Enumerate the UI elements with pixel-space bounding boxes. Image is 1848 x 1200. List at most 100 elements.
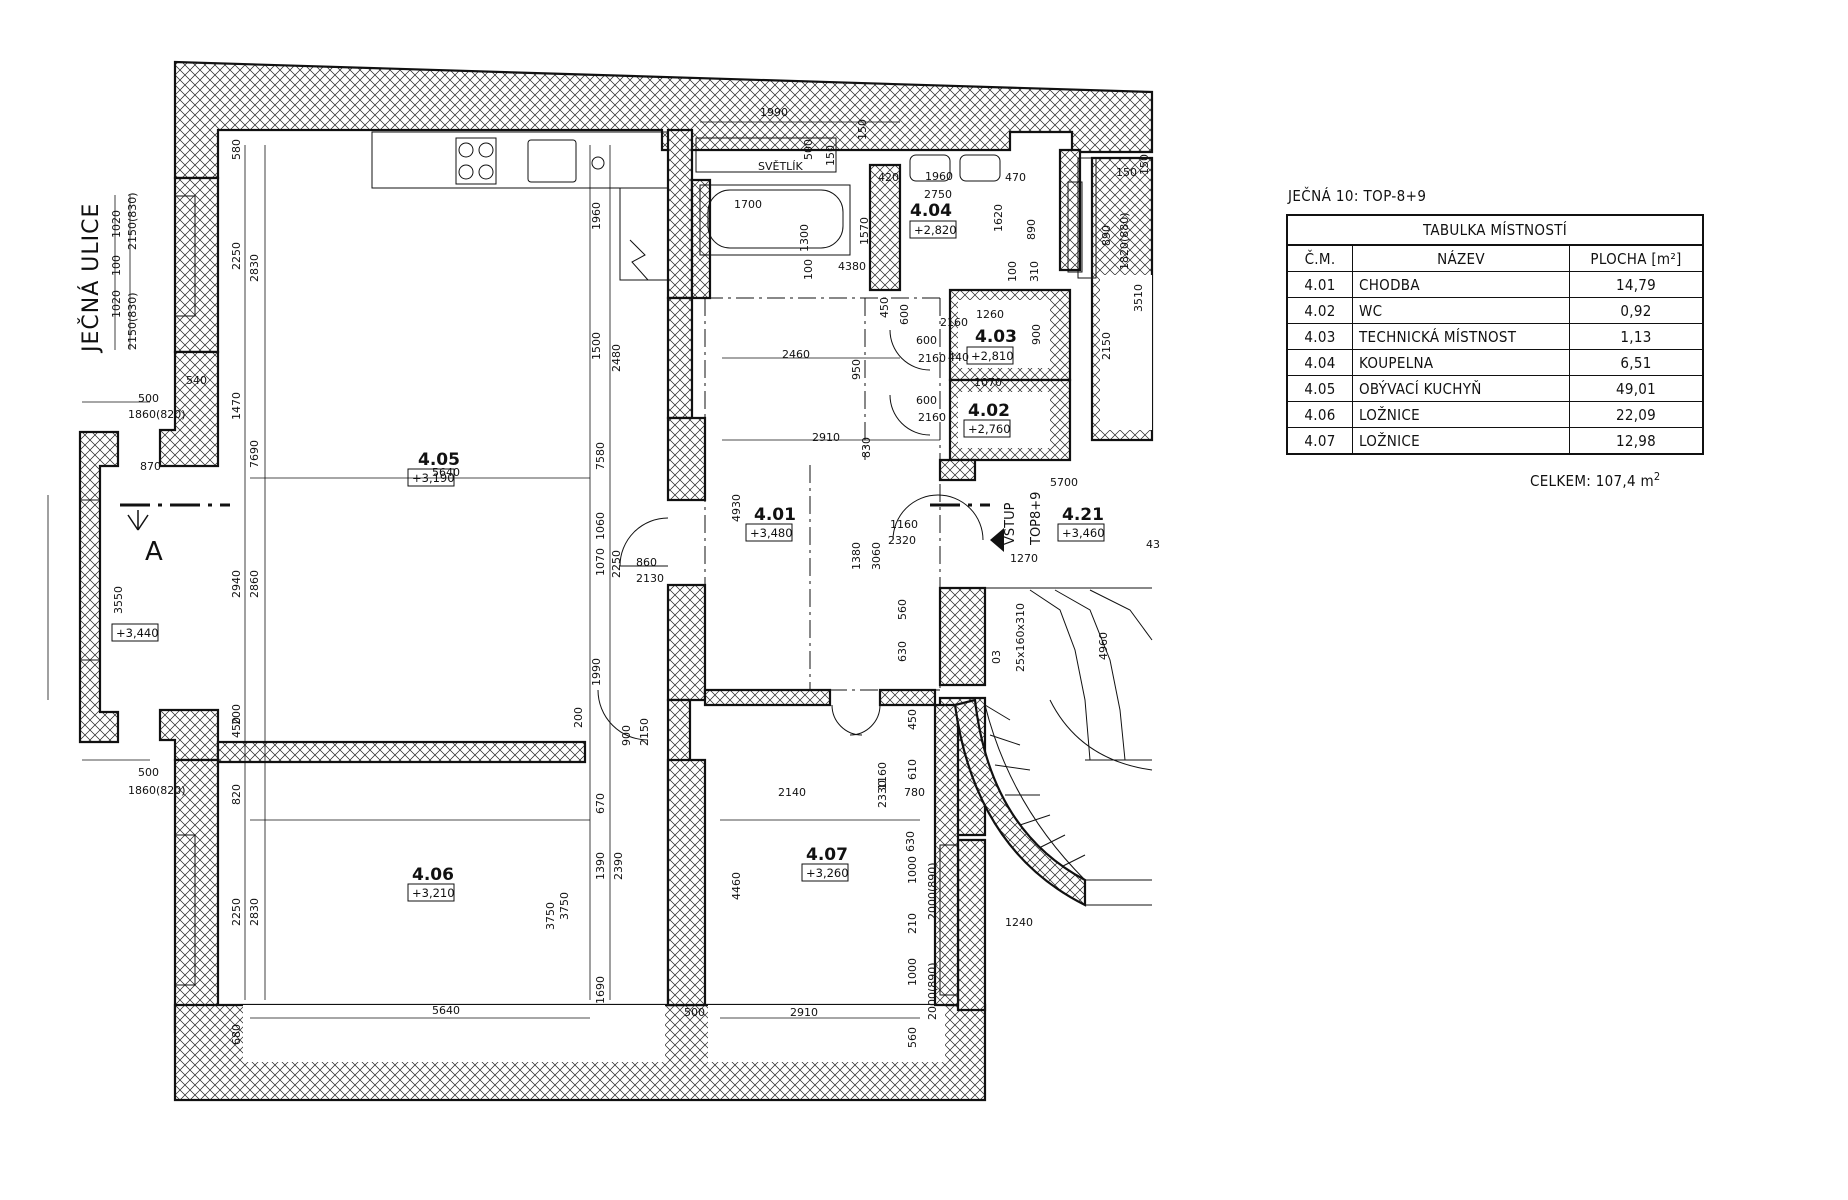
room-area: 1,13 bbox=[1569, 323, 1704, 350]
dimension-value: 1270 bbox=[1010, 552, 1038, 565]
dimension-value: 2480 bbox=[610, 344, 623, 372]
room-name: KOUPELNA bbox=[1352, 349, 1570, 376]
dimension-value: 2910 bbox=[812, 431, 840, 444]
col-header-area: PLOCHA [m²] bbox=[1569, 244, 1704, 272]
dimension-value: 3750 bbox=[544, 902, 557, 930]
dimension-value: 600 bbox=[916, 334, 937, 347]
dimension-value: 540 bbox=[186, 374, 207, 387]
dimension-value: 150 bbox=[824, 145, 837, 166]
room-id-4-03: 4.03 bbox=[975, 327, 1017, 347]
dimension-value: 7580 bbox=[594, 442, 607, 470]
dimension-value: 4960 bbox=[1097, 632, 1110, 660]
dimension-value: 1020 bbox=[110, 290, 123, 318]
dimension-value: 1620 bbox=[992, 204, 1005, 232]
dimension-value: 2860 bbox=[248, 570, 261, 598]
dimension-value: 100 bbox=[1006, 261, 1019, 282]
dimension-value: 500 bbox=[802, 139, 815, 160]
dimension-value: 310 bbox=[1028, 261, 1041, 282]
dimension-value: 2320 bbox=[888, 534, 916, 547]
dimension-value: 43 bbox=[1146, 538, 1160, 551]
total-unit: m bbox=[1640, 472, 1654, 490]
room-table: TABULKA MÍSTNOSTÍ Č.M. NÁZEV PLOCHA [m²]… bbox=[1286, 214, 1704, 455]
dimension-value: 950 bbox=[850, 359, 863, 380]
room-level-4-01: +3,480 bbox=[750, 526, 793, 540]
dimension-value: 2830 bbox=[248, 898, 261, 926]
total-value: 107,4 bbox=[1595, 472, 1636, 490]
room-id-4-07: 4.07 bbox=[806, 845, 848, 865]
dimension-value: 870 bbox=[140, 460, 161, 473]
dimension-value: 630 bbox=[896, 641, 909, 662]
room-area: 14,79 bbox=[1569, 271, 1704, 298]
dimension-value: 200 bbox=[230, 704, 243, 725]
room-table-total: CELKEM: 107,4 m2 bbox=[1530, 470, 1661, 490]
dimension-value: 03 bbox=[990, 650, 1003, 664]
dimension-value: 600 bbox=[898, 304, 911, 325]
dimension-value: 1160 bbox=[876, 762, 889, 790]
dimension-value: 600 bbox=[916, 394, 937, 407]
dimension-value: 500 bbox=[138, 392, 159, 405]
plan-title: JEČNÁ 10: TOP-8+9 bbox=[1288, 187, 1427, 205]
dimension-value: 900 bbox=[1030, 324, 1043, 345]
section-marker: A bbox=[145, 537, 163, 567]
section-lines bbox=[120, 297, 990, 691]
dimension-value: 1240 bbox=[1005, 916, 1033, 929]
dimension-value: 150 bbox=[1138, 154, 1151, 175]
dimension-value: 3510 bbox=[1132, 284, 1145, 312]
dimension-value: 2160 bbox=[918, 411, 946, 424]
dimension-value: 820 bbox=[230, 784, 243, 805]
dimension-value: 1070 bbox=[594, 548, 607, 576]
dimension-value: 2150 bbox=[638, 718, 651, 746]
dimension-value: 3750 bbox=[558, 892, 571, 920]
room-area: 49,01 bbox=[1569, 375, 1704, 402]
dimension-value: 5640 bbox=[432, 1004, 460, 1017]
dimension-value: 7690 bbox=[248, 440, 261, 468]
dimension-value: 580 bbox=[230, 139, 243, 160]
dimension-value: 1020 bbox=[110, 210, 123, 238]
room-level-4-07: +3,260 bbox=[806, 866, 849, 880]
dimension-value: 1860(820) bbox=[128, 408, 186, 421]
dimension-value: 4930 bbox=[730, 494, 743, 522]
dimension-value: 1860(820) bbox=[128, 784, 186, 797]
dimension-value: 680 bbox=[230, 1024, 243, 1045]
room-level-4-05: +3,190 bbox=[412, 471, 455, 485]
street-label: JEČNÁ ULICE bbox=[78, 203, 104, 354]
dimension-value: 1070 bbox=[974, 376, 1002, 389]
dimension-lines bbox=[47, 121, 940, 1019]
room-table-caption: TABULKA MÍSTNOSTÍ bbox=[1286, 214, 1704, 244]
room-area: 6,51 bbox=[1569, 349, 1704, 376]
dimension-value: 1570 bbox=[858, 217, 871, 245]
dimension-value: 860 bbox=[636, 556, 657, 569]
misc-labels: JEČNÁ ULICE A VSTUP TOP8+9 SVĚTLÍK 25x16… bbox=[78, 160, 1044, 672]
room-number: 4.04 bbox=[1286, 349, 1353, 376]
dimension-value: 2830 bbox=[248, 254, 261, 282]
windows bbox=[79, 157, 1097, 996]
room-name: TECHNICKÁ MÍSTNOST bbox=[1352, 323, 1570, 350]
dimension-value: 1500 bbox=[590, 332, 603, 360]
dimension-value: 470 bbox=[1005, 171, 1026, 184]
dimension-value: 3060 bbox=[870, 542, 883, 570]
dimension-value: 5640 bbox=[432, 466, 460, 479]
dimension-value: 200 bbox=[572, 707, 585, 728]
kitchen-counter bbox=[371, 131, 669, 281]
dimension-value: 2250 bbox=[610, 550, 623, 578]
dimension-value: 3550 bbox=[112, 586, 125, 614]
room-name: WC bbox=[1352, 297, 1570, 324]
dimension-value: 2150(830) bbox=[126, 292, 139, 350]
dimension-value: 2160 bbox=[940, 316, 968, 329]
dimension-value: 5700 bbox=[1050, 476, 1078, 489]
dimension-value: 780 bbox=[904, 786, 925, 799]
dimension-value: 450 bbox=[906, 709, 919, 730]
dimension-value: 2910 bbox=[790, 1006, 818, 1019]
room-area: 22,09 bbox=[1569, 401, 1704, 428]
dimension-value: 830 bbox=[860, 437, 873, 458]
room-id-4-06: 4.06 bbox=[412, 865, 454, 885]
room-number: 4.01 bbox=[1286, 271, 1353, 298]
room-id-4-21: 4.21 bbox=[1062, 505, 1104, 525]
dimension-value: 2140 bbox=[778, 786, 806, 799]
room-name: CHODBA bbox=[1352, 271, 1570, 298]
